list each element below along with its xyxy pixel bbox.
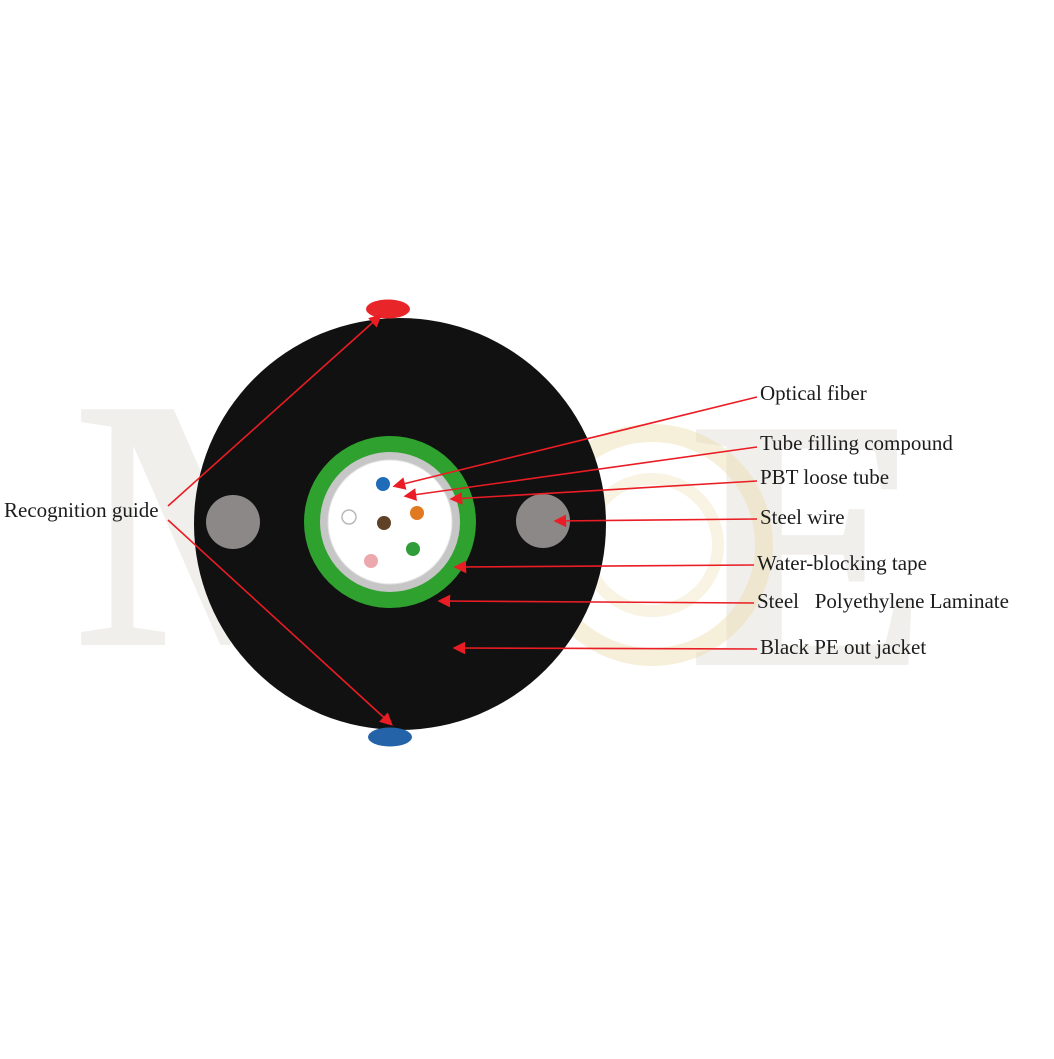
fiber-blue (376, 477, 390, 491)
recognition-marker-top (366, 299, 410, 319)
label-steel-polyethylene-laminate: Steel Polyethylene Laminate (757, 589, 1009, 613)
arrow-black-pe-out-jacket (452, 641, 758, 655)
fiber-orange (410, 506, 424, 520)
fiber-pink (364, 554, 378, 568)
label-recognition-guide: Recognition guide (4, 498, 159, 522)
arrow-pbt-loose-tube (449, 480, 758, 505)
label-pbt-loose-tube: PBT loose tube (760, 465, 890, 489)
arrow-steel-polyethylene-laminate (437, 594, 755, 608)
arrow-optical-fiber (392, 396, 758, 490)
arrow-water-blocking-tape (453, 560, 755, 574)
recognition-marker-bottom (368, 727, 412, 747)
fiber-brown (377, 516, 391, 530)
arrow-tube-filling-compound (403, 446, 758, 501)
label-tube-filling-compound: Tube filling compound (760, 431, 953, 455)
steel-wire-right-circle (516, 494, 570, 548)
watermark-letter-e: E (690, 344, 930, 743)
label-water-blocking-tape: Water-blocking tape (757, 551, 927, 575)
arrow-steel-wire (553, 514, 758, 528)
label-black-pe-out-jacket: Black PE out jacket (760, 635, 927, 659)
fiber-green (406, 542, 420, 556)
arrow-recognition-guide-bottom (167, 519, 393, 726)
label-optical-fiber: Optical fiber (760, 381, 867, 405)
steel-wire-left-circle (206, 495, 260, 549)
fiber-white (341, 509, 357, 525)
label-steel-wire: Steel wire (760, 505, 845, 529)
arrow-recognition-guide-top (167, 314, 382, 507)
